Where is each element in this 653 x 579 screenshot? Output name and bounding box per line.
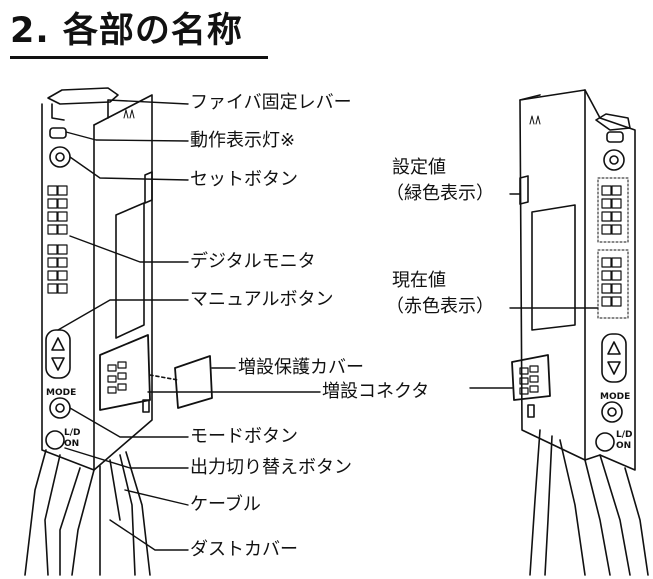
mode-text-right: MODE: [600, 392, 631, 402]
on-text-left: ON: [64, 439, 80, 449]
ext-cover-plate: [174, 355, 213, 409]
label-output-switch: 出力切り替えボタン: [190, 457, 352, 478]
label-current-value: 現在値: [392, 270, 446, 291]
label-digital-monitor: デジタルモニタ: [190, 251, 316, 272]
label-setting-color: （緑色表示）: [386, 183, 494, 204]
right-amplifier-unit: [511, 89, 649, 576]
label-ext-connector: 増設コネクタ: [322, 381, 430, 402]
label-cable: ケーブル: [190, 494, 261, 515]
left-amplifier-unit: [24, 87, 153, 576]
label-manual-button: マニュアルボタン: [190, 289, 334, 310]
mode-text-left: MODE: [46, 388, 77, 398]
ld-text-right: L/D: [616, 430, 633, 440]
label-ext-cover: 増設保護カバー: [238, 357, 364, 378]
title-underline: [10, 56, 268, 59]
page-title: 2. 各部の名称: [10, 11, 243, 51]
label-mode-button: モードボタン: [190, 426, 298, 447]
ld-text-left: L/D: [64, 428, 81, 438]
on-text-right: ON: [616, 441, 632, 451]
label-dust-cover: ダストカバー: [190, 539, 298, 560]
label-current-color: （赤色表示）: [386, 296, 494, 317]
label-setting-value: 設定値: [392, 157, 446, 178]
leader-lines: [57, 99, 599, 551]
label-op-lamp: 動作表示灯※: [190, 130, 296, 151]
label-fiber-lever: ファイバ固定レバー: [190, 92, 352, 113]
label-set-button: セットボタン: [190, 169, 298, 190]
